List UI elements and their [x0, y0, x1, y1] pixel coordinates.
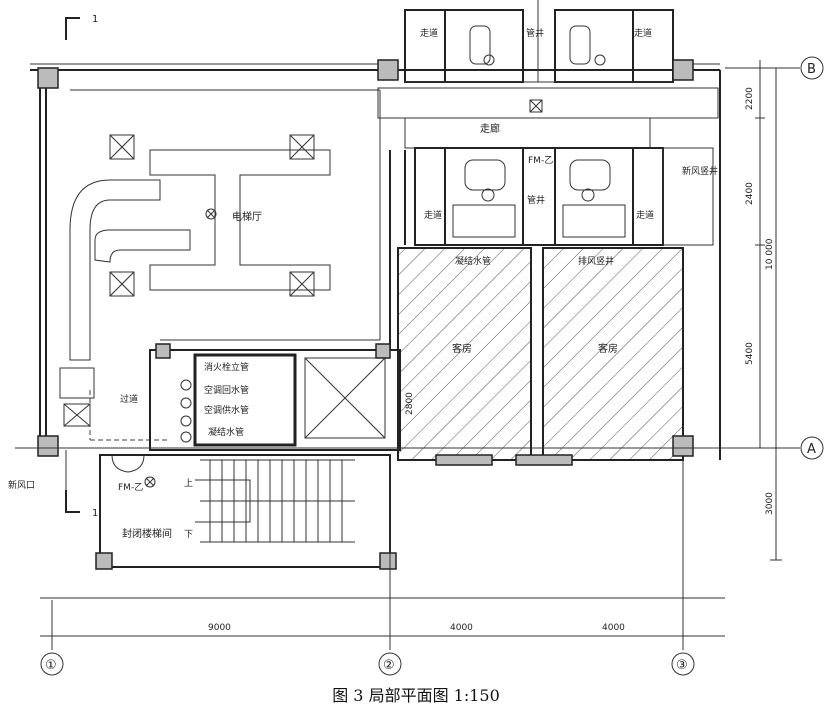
axis-b-label: B	[807, 62, 816, 77]
middle-units	[414, 147, 714, 246]
aisle-mid-left-label: 走道	[424, 209, 442, 221]
door-fm-b-label: FM-乙	[118, 482, 143, 493]
condensate-stack-label: 凝结水管	[208, 426, 244, 438]
dim-right-2: 2400	[745, 182, 755, 205]
axis-1-bubble	[40, 652, 64, 676]
fresh-air-inlet-label: 新风口	[8, 479, 35, 491]
corridor-label: 走廊	[480, 122, 500, 135]
elevator-hall-ceiling	[69, 149, 331, 361]
equipment	[59, 367, 95, 427]
grid-lines	[15, 60, 800, 650]
stair-label: 封闭楼梯间	[122, 527, 172, 540]
dim-bottom-3-end: 4000	[602, 623, 625, 633]
upper-units	[404, 0, 674, 83]
structural-columns	[37, 59, 694, 570]
section-mark-bottom: 1	[92, 508, 98, 519]
figure-caption: 图 3 局部平面图 1:150	[332, 686, 500, 705]
elevator-hall-label: 电梯厅	[232, 210, 262, 223]
dim-bottom-1-2: 9000	[208, 623, 231, 633]
passage-label: 过道	[120, 393, 138, 405]
section-mark-top: 1	[92, 14, 98, 25]
stair-treads	[209, 460, 343, 542]
stair-down-label: 下	[184, 530, 193, 540]
dim-right-top: 2200	[745, 87, 755, 110]
guest-rooms	[397, 70, 721, 461]
top-wall-band	[30, 63, 720, 71]
ac-return-label: 空调回水管	[204, 384, 249, 396]
dim-right-3: 5400	[745, 342, 755, 365]
axis-a-bubble	[800, 436, 824, 460]
aisle-mid-right-label: 走道	[636, 209, 654, 221]
dim-right-below: 3000	[765, 492, 775, 515]
corridor-walls	[377, 87, 719, 350]
guest-room-1-label: 客房	[452, 342, 472, 355]
pipe-well-mid-label: 管井	[527, 194, 545, 206]
axis-b-bubble	[800, 56, 824, 80]
fire-hydrant-riser-label: 消火栓立管	[204, 361, 249, 373]
axis-2-bubble	[378, 652, 402, 676]
door-fm-b-top-label: FM-乙	[528, 155, 553, 166]
stairwell	[99, 454, 391, 568]
pipe-well-top-label: 管井	[526, 27, 544, 39]
axis-2-label: ②	[383, 658, 395, 673]
condensate-mid-label: 凝结水管	[455, 255, 491, 267]
exhaust-riser-label: 排风竖井	[578, 255, 614, 267]
fresh-air-riser-label: 新风竖井	[682, 165, 718, 177]
dim-bottom-2-3: 4000	[450, 623, 473, 633]
section-marks	[65, 17, 80, 513]
axis-1-label: ①	[45, 658, 57, 673]
axis-bubbles	[40, 56, 824, 676]
ac-supply-label: 空调供水管	[204, 404, 249, 416]
stair-up-label: 上	[184, 478, 193, 489]
axis-a-label: A	[807, 442, 816, 457]
pipe-shaft-box	[149, 349, 401, 451]
axis-3-label: ③	[676, 658, 688, 673]
aisle-top-left-label: 走道	[420, 27, 438, 39]
dim-right-total: 10 000	[765, 238, 775, 270]
aisle-top-right-label: 走道	[634, 27, 652, 39]
ceiling-vents	[109, 134, 315, 297]
axis-3-bubble	[671, 652, 695, 676]
dim-inner-2800: 2800	[405, 392, 415, 415]
guest-room-2-label: 客房	[598, 342, 618, 355]
